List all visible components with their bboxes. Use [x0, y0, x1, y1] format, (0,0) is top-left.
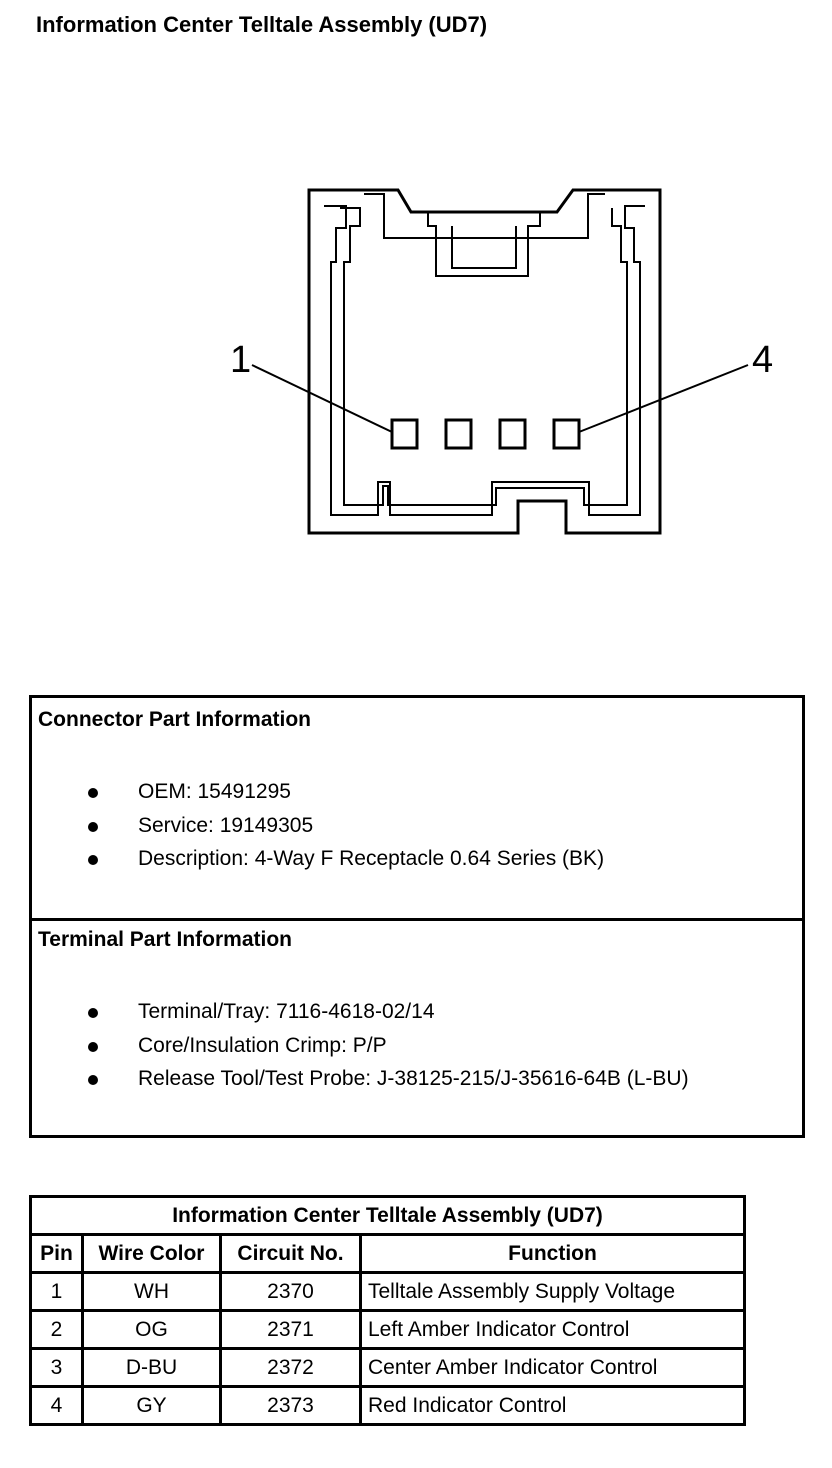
bullet-icon [88, 788, 98, 798]
function-cell: Left Amber Indicator Control [359, 1309, 746, 1350]
function-cell: Telltale Assembly Supply Voltage [359, 1271, 746, 1312]
pin-cell: 4 [29, 1385, 84, 1426]
column-header-circuit-no: Circuit No. [219, 1233, 362, 1274]
list-item: Service: 19149305 [32, 812, 604, 846]
list-item: Core/Insulation Crimp: P/P [32, 1032, 689, 1066]
terminal-cavity-4 [552, 418, 581, 450]
connector-info-service: Service: 19149305 [138, 813, 314, 837]
terminal-info-title: Terminal Part Information [38, 928, 292, 951]
pin-1-leader-line [251, 364, 393, 433]
table-row: 1 WH 2370 Telltale Assembly Supply Volta… [29, 1271, 746, 1312]
terminal-part-information: Terminal Part Information Terminal/Tray:… [32, 918, 802, 1135]
bullet-icon [88, 1008, 98, 1018]
function-cell: Center Amber Indicator Control [359, 1347, 746, 1388]
pin-4-callout: 4 [752, 339, 774, 381]
terminal-cavity-2 [444, 418, 473, 450]
connector-inner-wall [324, 205, 645, 516]
pin-table: Information Center Telltale Assembly (UD… [29, 1195, 746, 1426]
column-header-pin: Pin [29, 1233, 84, 1274]
column-header-function: Function [359, 1233, 746, 1274]
bullet-icon [88, 1075, 98, 1085]
list-item: Release Tool/Test Probe: J-38125-215/J-3… [32, 1065, 689, 1099]
connector-face-diagram [251, 188, 749, 535]
terminal-cavity-1 [390, 418, 419, 450]
connector-inner-wall-2 [340, 207, 628, 506]
wire-color-cell: OG [81, 1309, 222, 1350]
pin-1-callout: 1 [230, 339, 252, 381]
bullet-icon [88, 855, 98, 865]
pin-4-leader-line [578, 364, 749, 433]
wire-color-cell: GY [81, 1385, 222, 1426]
function-cell: Red Indicator Control [359, 1385, 746, 1426]
table-caption-row: Information Center Telltale Assembly (UD… [29, 1195, 746, 1236]
connector-info-title: Connector Part Information [38, 708, 312, 731]
table-row: 3 D-BU 2372 Center Amber Indicator Contr… [29, 1347, 746, 1388]
page-title: Information Center Telltale Assembly (UD… [36, 12, 488, 37]
column-header-wire-color: Wire Color [81, 1233, 222, 1274]
connector-info-oem: OEM: 15491295 [138, 780, 291, 803]
list-item: Description: 4-Way F Receptacle 0.64 Ser… [32, 845, 604, 879]
table-row: 2 OG 2371 Left Amber Indicator Control [29, 1309, 746, 1350]
connector-info-list: OEM: 15491295 Service: 19149305 Descript… [32, 778, 604, 879]
bullet-icon [88, 1041, 98, 1052]
terminal-info-release-tool: Release Tool/Test Probe: J-38125-215/J-3… [138, 1067, 689, 1090]
wire-color-cell: D-BU [81, 1347, 222, 1388]
table-header-row: Pin Wire Color Circuit No. Function [29, 1233, 746, 1274]
connector-part-information: Connector Part Information OEM: 15491295… [32, 698, 802, 921]
connector-latch-inner [427, 212, 541, 277]
pin-cell: 1 [29, 1271, 84, 1312]
pin-cell: 3 [29, 1347, 84, 1388]
circuit-cell: 2371 [219, 1309, 362, 1350]
circuit-cell: 2373 [219, 1385, 362, 1426]
bullet-icon [88, 821, 98, 832]
connector-housing-outline [307, 188, 662, 535]
terminal-info-list: Terminal/Tray: 7116-4618-02/14 Core/Insu… [32, 998, 689, 1099]
connector-info-description: Description: 4-Way F Receptacle 0.64 Ser… [138, 847, 605, 870]
list-item: Terminal/Tray: 7116-4618-02/14 [32, 998, 689, 1032]
terminal-cavity-3 [498, 418, 527, 450]
table-caption: Information Center Telltale Assembly (UD… [29, 1195, 746, 1236]
part-information-box: Connector Part Information OEM: 15491295… [29, 695, 805, 1138]
table-row: 4 GY 2373 Red Indicator Control [29, 1385, 746, 1426]
pin-cell: 2 [29, 1309, 84, 1350]
circuit-cell: 2370 [219, 1271, 362, 1312]
wire-color-cell: WH [81, 1271, 222, 1312]
list-item: OEM: 15491295 [32, 778, 604, 812]
terminal-info-crimp: Core/Insulation Crimp: P/P [138, 1033, 387, 1057]
connector-latch-tab [451, 226, 517, 269]
connector-latch [364, 193, 605, 239]
terminal-info-tray: Terminal/Tray: 7116-4618-02/14 [138, 1000, 435, 1023]
circuit-cell: 2372 [219, 1347, 362, 1388]
